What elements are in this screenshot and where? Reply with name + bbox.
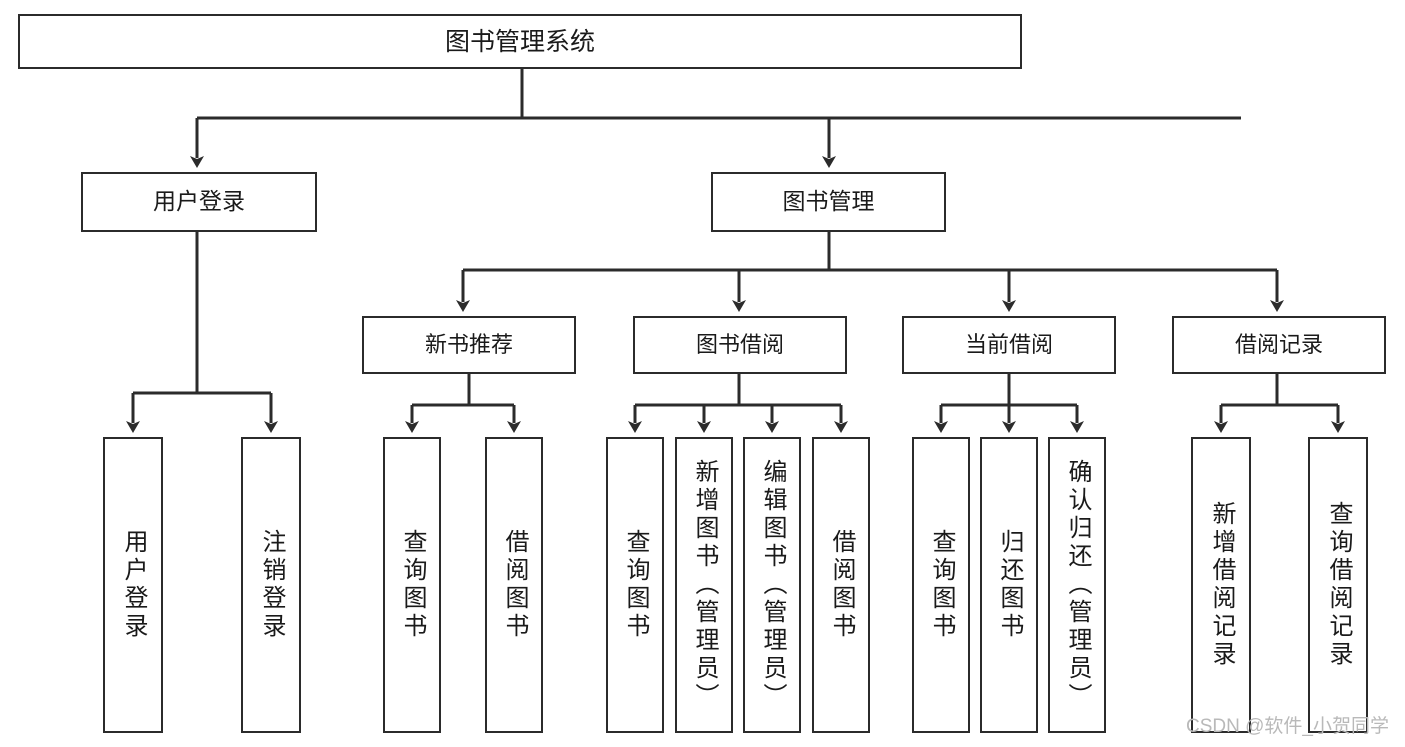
node-label: 用户登录 xyxy=(153,188,245,215)
node-label: 注销登录 xyxy=(258,529,285,641)
leaf-current-borrow-return[interactable]: 归还图书 xyxy=(980,437,1038,733)
node-label: 用户登录 xyxy=(120,529,147,641)
node-label: 查询图书 xyxy=(928,529,955,641)
node-label: 图书借阅 xyxy=(695,331,784,357)
node-label: 图书管理 xyxy=(782,188,875,215)
node-book-borrow[interactable]: 图书借阅 xyxy=(633,316,847,374)
node-label: 查询借阅记录 xyxy=(1325,501,1352,669)
leaf-user-login-logout[interactable]: 注销登录 xyxy=(241,437,301,733)
leaf-book-borrow-borrow[interactable]: 借阅图书 xyxy=(812,437,870,733)
node-label: 查询图书 xyxy=(399,529,426,641)
leaf-current-borrow-query[interactable]: 查询图书 xyxy=(912,437,970,733)
leaf-new-book-borrow[interactable]: 借阅图书 xyxy=(485,437,543,733)
node-label: 编辑图书（管理员） xyxy=(759,459,786,711)
node-book-management[interactable]: 图书管理 xyxy=(711,172,946,232)
node-label: 图书管理系统 xyxy=(444,27,595,56)
node-label: 新书推荐 xyxy=(424,331,513,357)
node-label: 借阅图书 xyxy=(828,529,855,641)
node-label: 查询图书 xyxy=(622,529,649,641)
leaf-book-borrow-add[interactable]: 新增图书（管理员） xyxy=(675,437,733,733)
leaf-user-login-login[interactable]: 用户登录 xyxy=(103,437,163,733)
node-root-system[interactable]: 图书管理系统 xyxy=(18,14,1022,69)
node-current-borrow[interactable]: 当前借阅 xyxy=(902,316,1116,374)
leaf-borrow-record-add[interactable]: 新增借阅记录 xyxy=(1191,437,1251,733)
leaf-current-borrow-confirm-return[interactable]: 确认归还（管理员） xyxy=(1048,437,1106,733)
node-user-login[interactable]: 用户登录 xyxy=(81,172,317,232)
node-label: 归还图书 xyxy=(996,529,1023,641)
node-borrow-record[interactable]: 借阅记录 xyxy=(1172,316,1386,374)
leaf-book-borrow-query[interactable]: 查询图书 xyxy=(606,437,664,733)
node-label: 新增借阅记录 xyxy=(1208,501,1235,669)
node-label: 新增图书（管理员） xyxy=(691,459,718,711)
watermark: CSDN @软件_小贺同学 xyxy=(1186,716,1389,737)
node-label: 借阅图书 xyxy=(501,529,528,641)
node-label: 确认归还（管理员） xyxy=(1064,459,1091,711)
node-new-book-recommend[interactable]: 新书推荐 xyxy=(362,316,576,374)
leaf-book-borrow-edit[interactable]: 编辑图书（管理员） xyxy=(743,437,801,733)
leaf-new-book-query[interactable]: 查询图书 xyxy=(383,437,441,733)
node-label: 当前借阅 xyxy=(964,331,1053,357)
node-label: 借阅记录 xyxy=(1234,331,1323,357)
leaf-borrow-record-query[interactable]: 查询借阅记录 xyxy=(1308,437,1368,733)
